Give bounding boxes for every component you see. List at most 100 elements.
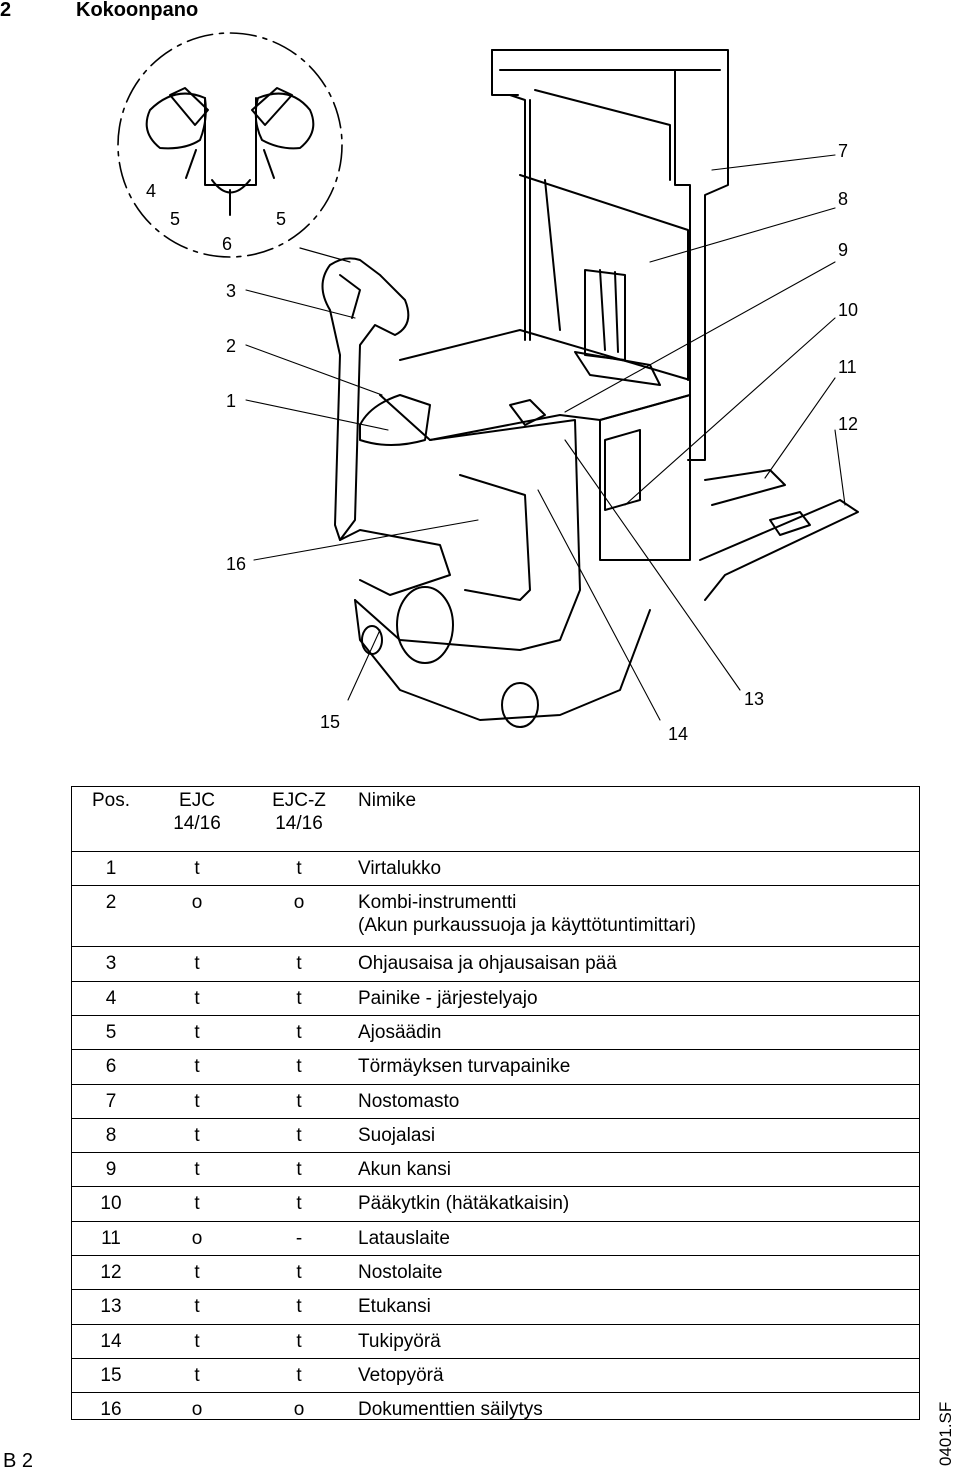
cell-name: Tukipyörä [358, 1330, 441, 1352]
cell-ejc: o [191, 1399, 203, 1421]
cell-pos: 10 [100, 1193, 122, 1215]
callout-16: 16 [226, 554, 246, 574]
cell-name: Pääkytkin (hätäkatkaisin) [358, 1193, 570, 1215]
callout-1: 1 [226, 391, 236, 411]
cell-pos: 9 [105, 1159, 117, 1181]
callout-12: 12 [838, 414, 858, 434]
cell-name: Kombi-instrumentti (Akun purkaussuoja ja… [358, 892, 696, 937]
cell-ejcz: t [296, 1330, 302, 1352]
table-row: 3 t t Ohjausaisa ja ohjausaisan pää [72, 946, 919, 981]
callout-labels: 4 5 6 5 3 2 1 16 15 14 13 12 11 10 9 8 7 [146, 141, 858, 744]
cell-ejc: o [191, 892, 203, 914]
table-row: 14 t t Tukipyörä [72, 1323, 919, 1359]
table-row: 9 t t Akun kansi [72, 1152, 919, 1187]
header-name: Nimike [358, 790, 417, 811]
cell-ejc: t [194, 953, 200, 975]
leader-lines [245, 154, 846, 721]
cell-ejcz: t [296, 858, 302, 879]
cell-pos: 2 [105, 892, 117, 914]
cell-ejc: t [194, 1090, 200, 1112]
cell-pos: 5 [105, 1021, 117, 1043]
callout-10: 10 [838, 300, 858, 320]
section-heading: 2 Kokoonpano [0, 0, 400, 24]
table-row: 5 t t Ajosäädin [72, 1014, 919, 1050]
cell-ejcz: t [296, 953, 302, 975]
callout-3: 3 [226, 281, 236, 301]
header-pos: Pos. [91, 790, 131, 811]
cell-name: Dokumenttien säilytys [358, 1399, 543, 1421]
cell-name: Virtalukko [358, 858, 442, 879]
cell-ejc: t [194, 1262, 200, 1283]
cell-ejc: t [194, 858, 200, 879]
cell-pos: 1 [105, 858, 117, 879]
cell-ejc: o [191, 1227, 203, 1249]
lifting-mast [491, 49, 729, 461]
cell-ejcz: t [296, 1056, 302, 1078]
truck-illustration: 4 5 6 5 3 2 1 16 15 14 13 12 11 10 9 8 7 [0, 28, 960, 768]
cell-name: Latauslaite [358, 1227, 450, 1249]
page-number: B 2 [3, 1450, 34, 1472]
cell-name: Painike - järjestelyajo [358, 987, 538, 1009]
table-row: 1 t t Virtalukko [72, 851, 919, 886]
cell-pos: 14 [100, 1330, 122, 1352]
cell-name: Nostomasto [358, 1090, 460, 1112]
cell-ejcz: t [296, 1364, 302, 1386]
cell-ejcz: t [296, 1296, 302, 1318]
cell-ejcz: t [296, 1021, 302, 1043]
section-title: Kokoonpano [76, 0, 199, 21]
cell-ejc: t [194, 1159, 200, 1181]
callout-14: 14 [668, 724, 688, 744]
cell-ejcz: o [293, 892, 305, 914]
callout-4: 4 [146, 181, 156, 201]
cell-name: Nostolaite [358, 1262, 443, 1283]
truck-body [354, 329, 691, 651]
callout-8: 8 [838, 189, 848, 209]
cell-ejc: t [194, 1193, 200, 1215]
cell-ejcz: t [296, 1159, 302, 1181]
cell-ejcz: t [296, 987, 302, 1009]
cell-pos: 6 [105, 1056, 117, 1078]
callout-15: 15 [320, 712, 340, 732]
header-ejcz: EJC-Z 14/16 [272, 790, 326, 834]
table-row: 8 t t Suojalasi [72, 1117, 919, 1153]
cell-pos: 13 [100, 1296, 122, 1318]
cell-ejc: t [194, 1124, 200, 1146]
cell-ejcz: t [296, 1193, 302, 1215]
callout-13: 13 [744, 689, 764, 709]
cell-ejcz: t [296, 1124, 302, 1146]
tiller-arm [321, 257, 410, 541]
cell-pos: 16 [100, 1399, 122, 1421]
cell-ejc: t [194, 987, 200, 1009]
callout-2: 2 [226, 336, 236, 356]
detail-circle [117, 32, 351, 263]
cell-ejc: t [194, 1056, 200, 1078]
callout-5-left: 5 [170, 209, 180, 229]
cell-name: Akun kansi [358, 1159, 451, 1181]
callout-5-right: 5 [276, 209, 286, 229]
cell-name: Suojalasi [358, 1124, 436, 1146]
cell-name: Ohjausaisa ja ohjausaisan pää [358, 953, 617, 975]
section-number: 2 [0, 0, 12, 21]
cell-pos: 7 [105, 1090, 117, 1112]
cell-ejc: t [194, 1330, 200, 1352]
callout-9: 9 [838, 240, 848, 260]
cell-ejc: t [194, 1296, 200, 1318]
cell-pos: 3 [105, 953, 117, 975]
cell-ejcz: o [293, 1399, 305, 1421]
header-ejc: EJC 14/16 [173, 790, 221, 834]
cell-pos: 12 [100, 1262, 122, 1283]
cell-pos: 8 [105, 1124, 117, 1146]
cell-ejc: t [194, 1021, 200, 1043]
callout-6: 6 [222, 234, 232, 254]
document-code-text: 0401.SF [936, 1401, 955, 1466]
forks [699, 469, 859, 601]
cell-name: Ajosäädin [358, 1021, 442, 1043]
table-row: 10 t t Pääkytkin (hätäkatkaisin) [72, 1186, 919, 1221]
